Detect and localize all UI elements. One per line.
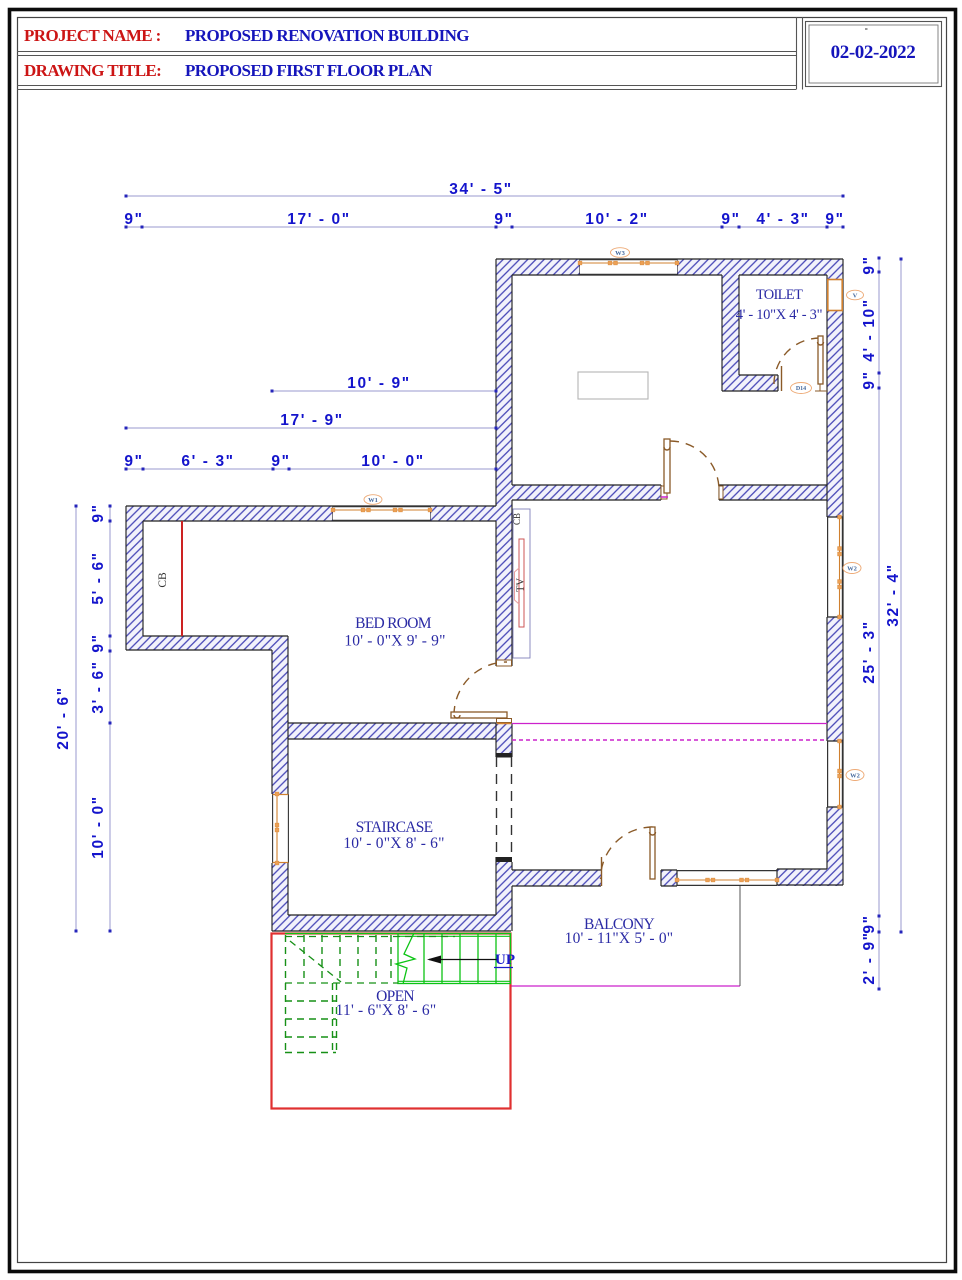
svg-text:CB: CB bbox=[157, 572, 169, 588]
svg-text:9": 9" bbox=[861, 255, 878, 274]
svg-text:BALCONY: BALCONY bbox=[584, 916, 655, 933]
svg-text:9": 9" bbox=[90, 633, 107, 652]
svg-text:UP: UP bbox=[495, 952, 515, 968]
svg-text:2' - 9": 2' - 9" bbox=[861, 931, 878, 984]
svg-text:PROJECT NAME :: PROJECT NAME : bbox=[24, 26, 161, 45]
svg-text:10' - 0": 10' - 0" bbox=[90, 795, 107, 858]
svg-text:4' - 3": 4' - 3" bbox=[756, 211, 809, 228]
svg-text:4' - 10"X 4' - 3": 4' - 10"X 4' - 3" bbox=[736, 307, 823, 323]
svg-text:9": 9" bbox=[90, 503, 107, 522]
svg-text:STAIRCASE: STAIRCASE bbox=[356, 819, 433, 836]
svg-text:17' - 9": 17' - 9" bbox=[280, 412, 343, 429]
svg-text:9": 9" bbox=[124, 453, 143, 470]
svg-text:9": 9" bbox=[721, 211, 740, 228]
svg-text:BED ROOM: BED ROOM bbox=[355, 615, 432, 632]
svg-text:4' - 10": 4' - 10" bbox=[861, 298, 878, 361]
svg-text:W3: W3 bbox=[615, 250, 626, 257]
svg-text:9": 9" bbox=[271, 453, 290, 470]
svg-text:PROPOSED RENOVATION BUILDING: PROPOSED RENOVATION BUILDING bbox=[185, 26, 469, 45]
svg-text:6' - 3": 6' - 3" bbox=[181, 453, 234, 470]
svg-text:TOILET: TOILET bbox=[756, 287, 803, 303]
svg-text:10' - 2": 10' - 2" bbox=[585, 211, 648, 228]
svg-text:TV: TV bbox=[516, 578, 527, 592]
svg-text:11' - 6"X 8' - 6": 11' - 6"X 8' - 6" bbox=[336, 1002, 437, 1019]
svg-text:9": 9" bbox=[861, 914, 878, 933]
svg-text:10' - 9": 10' - 9" bbox=[347, 375, 410, 392]
svg-text:PROPOSED FIRST FLOOR PLAN: PROPOSED FIRST FLOOR PLAN bbox=[185, 61, 433, 80]
svg-text:9": 9" bbox=[825, 211, 844, 228]
svg-text:32' - 4": 32' - 4" bbox=[885, 563, 902, 626]
svg-text:W2: W2 bbox=[847, 565, 857, 572]
svg-text:17' - 0": 17' - 0" bbox=[287, 211, 350, 228]
svg-text:3' - 6": 3' - 6" bbox=[90, 660, 107, 713]
svg-text:9": 9" bbox=[124, 211, 143, 228]
svg-text:20' - 6": 20' - 6" bbox=[55, 686, 72, 749]
svg-text:10' - 0"X 8' - 6": 10' - 0"X 8' - 6" bbox=[343, 835, 444, 852]
svg-text:CB: CB bbox=[512, 513, 522, 525]
svg-text:W1: W1 bbox=[368, 497, 378, 504]
svg-text:9": 9" bbox=[861, 370, 878, 389]
svg-text:10' - 11"X 5' - 0": 10' - 11"X 5' - 0" bbox=[565, 930, 674, 947]
svg-text:D14: D14 bbox=[796, 386, 806, 392]
svg-text:10' - 0": 10' - 0" bbox=[361, 453, 424, 470]
svg-text:V: V bbox=[853, 292, 858, 299]
svg-text:02-02-2022: 02-02-2022 bbox=[831, 42, 916, 63]
svg-text:5' - 6": 5' - 6" bbox=[90, 551, 107, 604]
svg-text:OPEN: OPEN bbox=[376, 988, 414, 1005]
svg-text:34' - 5": 34' - 5" bbox=[449, 181, 512, 198]
svg-text:9": 9" bbox=[494, 211, 513, 228]
svg-text:DRAWING TITLE:: DRAWING TITLE: bbox=[24, 61, 161, 80]
svg-text:10' - 0"X 9' - 9": 10' - 0"X 9' - 9" bbox=[344, 633, 445, 650]
svg-text:W2: W2 bbox=[850, 772, 860, 779]
svg-text:25' - 3": 25' - 3" bbox=[861, 620, 878, 683]
